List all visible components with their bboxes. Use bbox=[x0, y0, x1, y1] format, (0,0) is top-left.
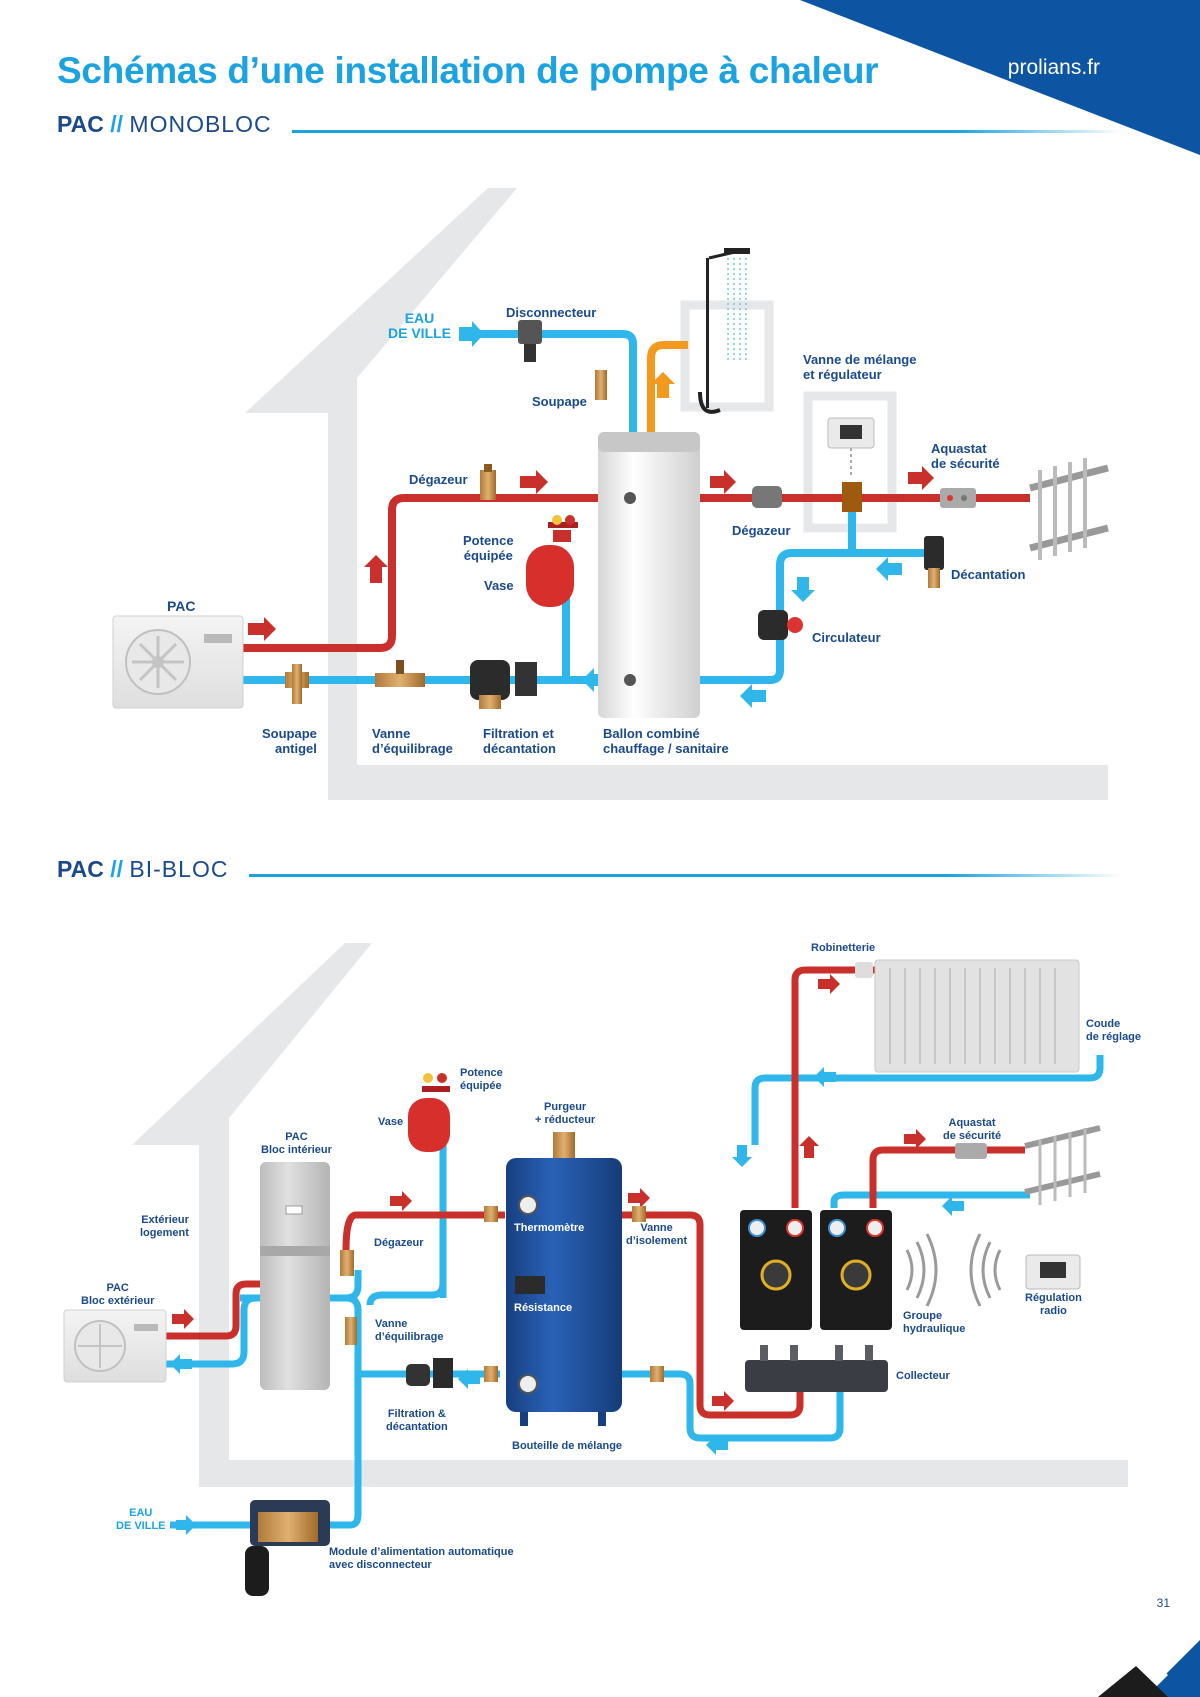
degazeur-right-label: Dégazeur bbox=[732, 523, 791, 538]
hot-pipe-bottle-in bbox=[342, 1211, 505, 1251]
hot-pipe-floor bbox=[869, 1146, 1025, 1208]
filtration-label: Filtration &décantation bbox=[386, 1408, 448, 1433]
feed-module bbox=[245, 1500, 330, 1596]
cold-pipe-floor bbox=[830, 1191, 1030, 1208]
robinetterie-label: Robinetterie bbox=[811, 942, 876, 954]
radiator bbox=[874, 959, 1080, 1073]
heading-sep: // bbox=[110, 111, 124, 137]
hydraulic-group-2 bbox=[820, 1210, 892, 1330]
degazeur-left-label: Dégazeur bbox=[409, 472, 468, 487]
heading-sub: BI-BLOC bbox=[129, 856, 229, 882]
bouteille-melange-label: Bouteille de mélange bbox=[512, 1440, 623, 1452]
radio-waves-icon bbox=[905, 1233, 1002, 1307]
resistance-label: Résistance bbox=[514, 1302, 573, 1314]
flow-arrows bbox=[170, 974, 964, 1535]
collecteur-label: Collecteur bbox=[896, 1370, 950, 1382]
pac-label: PAC bbox=[167, 598, 196, 614]
valve-components bbox=[285, 320, 607, 709]
hot-pipe-pac bbox=[240, 494, 630, 652]
section-heading-monobloc: PAC // MONOBLOC bbox=[57, 111, 272, 138]
radio-thermostat bbox=[1025, 1254, 1081, 1290]
combi-tank bbox=[598, 432, 700, 718]
heading-main: PAC bbox=[57, 856, 104, 882]
regulator-box bbox=[827, 417, 875, 476]
purgeur-label: Purgeur+ réducteur bbox=[535, 1101, 596, 1126]
decantation-label: Décantation bbox=[951, 567, 1026, 582]
right-components bbox=[752, 482, 976, 640]
cold-pipe-bottle-out bbox=[615, 1370, 844, 1442]
vase-label: Vase bbox=[378, 1116, 404, 1128]
circulateur-label: Circulateur bbox=[812, 630, 881, 645]
pipe-valves bbox=[340, 962, 987, 1388]
hydraulic-group-1 bbox=[740, 1210, 812, 1330]
shower-frame bbox=[680, 300, 774, 412]
heading-sub: MONOBLOC bbox=[129, 111, 272, 137]
section-heading-bibloc: PAC // BI-BLOC bbox=[57, 856, 228, 883]
degazeur-label: Dégazeur bbox=[374, 1237, 424, 1249]
thermometre-label: Thermomètre bbox=[514, 1222, 585, 1234]
shower-icon bbox=[698, 248, 750, 414]
hot-pipe-radiator bbox=[791, 966, 878, 1208]
bibloc-diagram bbox=[63, 943, 1128, 1596]
floor-manifold bbox=[1024, 1125, 1101, 1205]
house-outline bbox=[245, 188, 1108, 800]
cold-pipe-city bbox=[470, 330, 637, 440]
cold-pipe-pac-link bbox=[165, 1294, 260, 1368]
heading-main: PAC bbox=[57, 111, 104, 137]
heading-sep: // bbox=[110, 856, 124, 882]
section-rule bbox=[249, 874, 1122, 877]
collector bbox=[745, 1345, 888, 1392]
monobloc-diagram bbox=[112, 188, 1109, 800]
page-title: Schémas d’une installation de pompe à ch… bbox=[57, 50, 879, 91]
cold-pipe-deg bbox=[345, 1270, 362, 1302]
pac-indoor-unit bbox=[260, 1162, 330, 1390]
corner-chevron-icon bbox=[1098, 1640, 1200, 1697]
hot-pipe-bottle-out bbox=[612, 1211, 804, 1419]
site-url[interactable]: prolians.fr bbox=[1007, 56, 1100, 79]
dhw-pipe bbox=[647, 341, 688, 440]
page-number: 31 bbox=[1156, 1596, 1170, 1610]
section-rule bbox=[292, 130, 1122, 133]
mixing-bottle bbox=[506, 1132, 622, 1426]
expansion-vessel bbox=[526, 515, 578, 607]
cold-pipe-b bbox=[366, 1282, 447, 1306]
cold-pipe-radiator bbox=[751, 1055, 1104, 1145]
manifold bbox=[1029, 458, 1109, 560]
expansion-vessel bbox=[408, 1073, 450, 1152]
pac-outdoor-unit bbox=[112, 615, 244, 709]
vase-label: Vase bbox=[484, 578, 514, 593]
disconnecteur-label: Disconnecteur bbox=[506, 305, 597, 320]
pac-outdoor-unit bbox=[63, 1309, 167, 1383]
soupape-label: Soupape bbox=[532, 394, 587, 409]
hot-pipe-pac bbox=[165, 1280, 262, 1340]
